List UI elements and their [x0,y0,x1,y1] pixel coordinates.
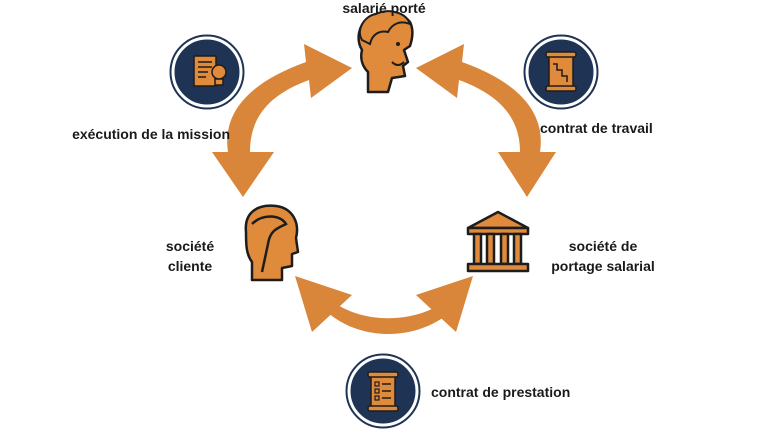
head-icon [357,10,414,94]
institution-building-icon [466,210,530,273]
label-societe-cliente-line1: société [165,238,215,254]
arrow-mission [212,44,352,197]
document-stamp-icon [169,34,245,110]
label-societe-portage-line1: société de [568,238,638,254]
contract-scroll-icon [523,34,599,110]
arrow-travail [416,44,556,197]
label-contrat-travail: contrat de travail [540,120,653,136]
label-societe-cliente-line2: cliente [167,258,213,274]
label-contrat-prestation: contrat de prestation [431,384,571,400]
label-salarie-porte: salarié porté [342,0,426,16]
label-societe-portage-line2: portage salarial [551,258,655,274]
label-societe-cliente: société cliente [150,236,230,276]
head-profile-icon [244,204,300,282]
checklist-scroll-icon [345,353,421,429]
label-execution-mission: exécution de la mission [72,126,230,142]
arrow-prestation [295,276,473,334]
label-societe-portage: société de portage salarial [538,236,668,276]
